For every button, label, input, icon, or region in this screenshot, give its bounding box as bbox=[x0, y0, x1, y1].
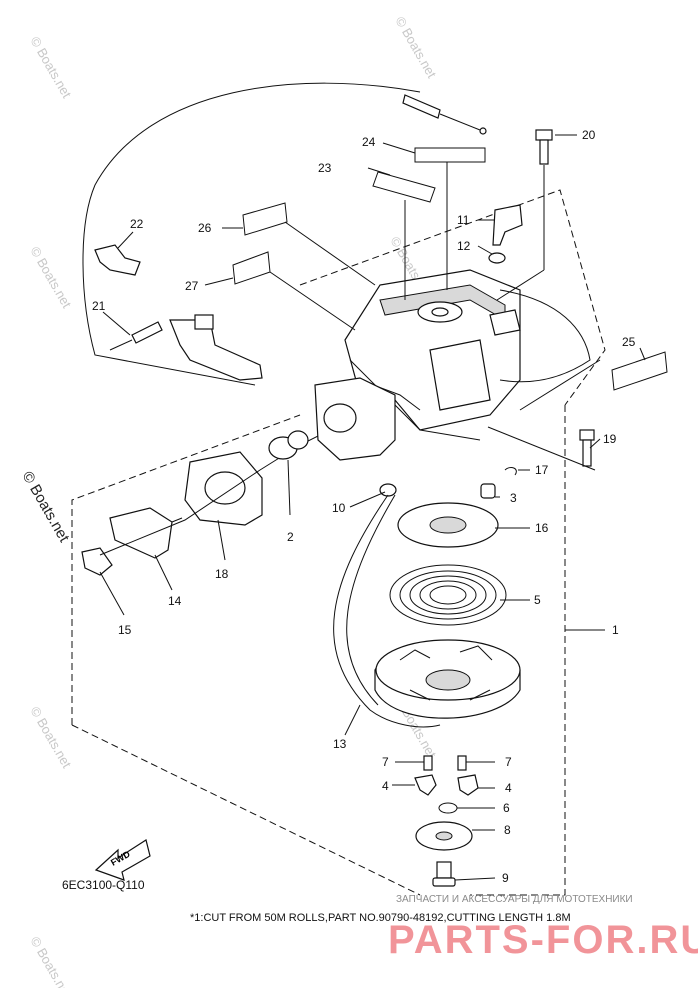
callout-6: 6 bbox=[503, 801, 510, 815]
callout-3: 3 bbox=[510, 491, 517, 505]
callout-2: 2 bbox=[287, 530, 294, 544]
callout-12: 12 bbox=[457, 239, 471, 253]
clip-part-6 bbox=[438, 802, 458, 814]
cable-outline bbox=[82, 82, 421, 386]
callout-25: 25 bbox=[622, 335, 636, 349]
callout-8: 8 bbox=[504, 823, 511, 837]
watermark: © Boats.net bbox=[27, 704, 74, 771]
rope-guide bbox=[314, 377, 396, 461]
callout-1: 1 bbox=[612, 623, 619, 637]
watermark: © Boats.net bbox=[27, 244, 74, 311]
leader bbox=[487, 426, 596, 471]
watermark: © Boats.net bbox=[27, 934, 74, 988]
starter-pulley bbox=[374, 639, 521, 719]
cable-link-part-21 bbox=[109, 314, 263, 381]
label-sticker-24 bbox=[414, 147, 486, 163]
label-sticker-26 bbox=[242, 202, 288, 236]
callout-22: 22 bbox=[130, 217, 144, 231]
assembly-boundary-base bbox=[71, 724, 421, 896]
leader-lines bbox=[99, 134, 646, 881]
lever-part-11 bbox=[492, 204, 523, 246]
callout-19: 19 bbox=[603, 432, 617, 446]
bolt-part-19 bbox=[579, 429, 595, 467]
watermark-dark: © Boats.net bbox=[19, 469, 73, 546]
mounting-plate-edge bbox=[519, 359, 601, 411]
cable-end-top bbox=[402, 94, 487, 135]
rope-end-part-10 bbox=[379, 483, 397, 497]
drive-plate-part-8 bbox=[415, 821, 473, 851]
cable-clamp-part-22 bbox=[94, 244, 141, 276]
shop-logo: PARTS-FOR.RU bbox=[388, 918, 698, 962]
rope-strand bbox=[346, 494, 396, 706]
leader bbox=[269, 271, 356, 331]
pawl-part-4-left bbox=[414, 774, 437, 796]
starter-handle-part-14 bbox=[109, 507, 183, 559]
assembly-boundary-upper bbox=[299, 189, 606, 406]
leader bbox=[284, 221, 376, 286]
callout-20: 20 bbox=[582, 128, 596, 142]
watermark: © Boats.net bbox=[27, 34, 74, 101]
bolt-part-20 bbox=[535, 129, 553, 165]
callout-23: 23 bbox=[318, 161, 332, 175]
grommet-part-18 bbox=[184, 451, 263, 526]
bushing-part-2 bbox=[268, 430, 309, 460]
clip-part-17 bbox=[504, 467, 517, 476]
callout-14: 14 bbox=[168, 594, 182, 608]
watermark: © Boats.net bbox=[392, 14, 439, 81]
callout-5: 5 bbox=[534, 593, 541, 607]
callout-16: 16 bbox=[535, 521, 549, 535]
diagram-code: 6EC3100-Q110 bbox=[62, 878, 145, 892]
label-sticker-27 bbox=[232, 251, 271, 285]
callout-27: 27 bbox=[185, 279, 199, 293]
spring-cover-part-16 bbox=[397, 502, 499, 548]
spring-part-12 bbox=[488, 252, 506, 264]
collar-part-3 bbox=[480, 483, 496, 499]
callout-15: 15 bbox=[118, 623, 132, 637]
starter-housing bbox=[344, 269, 521, 441]
forward-arrow-icon: FWD bbox=[94, 839, 151, 881]
callout-4-right: 4 bbox=[505, 781, 512, 795]
spiral-spring-part-5 bbox=[389, 564, 507, 626]
callout-7-right: 7 bbox=[505, 755, 512, 769]
callout-7-left: 7 bbox=[382, 755, 389, 769]
callout-17: 17 bbox=[535, 463, 549, 477]
starter-rope bbox=[99, 429, 331, 556]
label-sticker-23 bbox=[372, 171, 436, 203]
assembly-boundary-lower bbox=[71, 405, 566, 896]
callout-13: 13 bbox=[333, 737, 347, 751]
clip-part-15 bbox=[81, 547, 113, 576]
bolt-part-9 bbox=[432, 861, 456, 887]
label-sticker-25 bbox=[611, 351, 668, 391]
starter-rope-part-13 bbox=[333, 494, 441, 728]
callout-21: 21 bbox=[92, 299, 106, 313]
leader bbox=[496, 269, 545, 301]
callout-4-left: 4 bbox=[382, 779, 389, 793]
callouts: 1 2 3 4 4 5 6 7 7 8 9 10 11 12 13 14 15 … bbox=[92, 128, 636, 885]
spring-part-7-right bbox=[457, 755, 467, 771]
mounting-plate bbox=[499, 289, 591, 383]
callout-11: 11 bbox=[457, 213, 470, 227]
shop-tagline: ЗАПЧАСТИ И АКСЕССУАРЫ ДЛЯ МОТОТЕХНИКИ bbox=[396, 894, 633, 905]
spring-part-7-left bbox=[423, 755, 433, 771]
callout-9: 9 bbox=[502, 871, 509, 885]
callout-24: 24 bbox=[362, 135, 376, 149]
pawl-part-4-right bbox=[457, 774, 479, 796]
callout-10: 10 bbox=[332, 501, 346, 515]
callout-26: 26 bbox=[198, 221, 212, 235]
callout-18: 18 bbox=[215, 567, 229, 581]
footnote: *1:CUT FROM 50M ROLLS,PART NO.90790-4819… bbox=[190, 912, 571, 924]
